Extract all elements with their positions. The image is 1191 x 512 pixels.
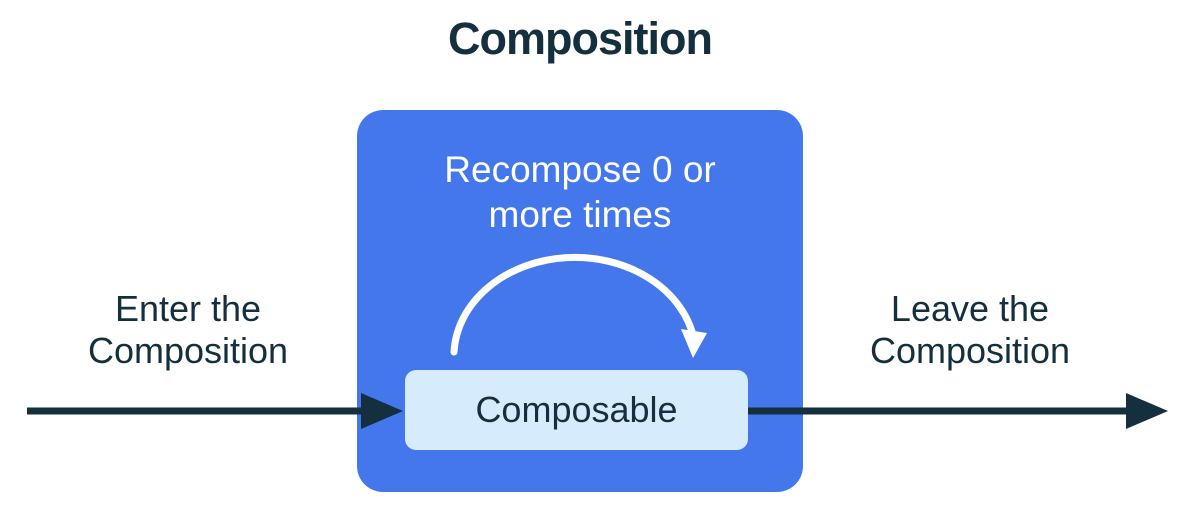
enter-composition-label: Enter the Composition — [38, 288, 338, 372]
enter-composition-label-line2: Composition — [87, 330, 289, 371]
composable-node: Composable — [405, 370, 748, 450]
composable-label: Composable — [475, 389, 678, 430]
enter-arrow-icon — [27, 393, 403, 429]
recompose-label: Recompose 0 or more times — [357, 147, 803, 237]
leave-composition-label-line2: Composition — [869, 330, 1071, 371]
recompose-label-line2: more times — [488, 194, 672, 235]
leave-composition-label: Leave the Composition — [820, 288, 1120, 372]
leave-arrow-icon — [748, 393, 1168, 429]
enter-composition-label-line1: Enter the — [114, 288, 262, 329]
leave-composition-label-line1: Leave the — [890, 288, 1050, 329]
recompose-label-line1: Recompose 0 or — [444, 149, 716, 190]
diagram-title: Composition — [448, 13, 713, 64]
